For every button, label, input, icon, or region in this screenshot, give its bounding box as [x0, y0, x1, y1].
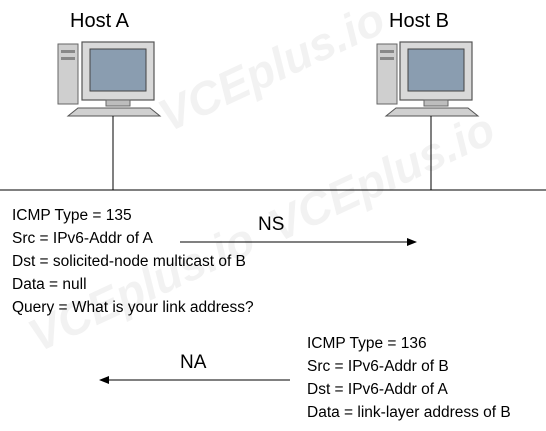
host-b-label: Host B — [389, 10, 450, 32]
na-line-2: Src = IPv6-Addr of B — [307, 358, 449, 375]
na-line-4: Data = link-layer address of B — [307, 404, 511, 421]
computer-icon-host-a — [57, 41, 162, 117]
computer-icon-host-b — [376, 41, 480, 117]
host-a-label: Host A — [70, 10, 129, 32]
ns-line-2: Src = IPv6-Addr of A — [12, 230, 153, 247]
na-line-1: ICMP Type = 136 — [307, 335, 427, 352]
ns-line-3: Dst = solicited-node multicast of B — [12, 253, 246, 270]
ns-message-block: ICMP Type = 135 Src = IPv6-Addr of A Dst… — [12, 206, 254, 318]
ns-line-1: ICMP Type = 135 — [12, 207, 132, 224]
na-line-3: Dst = IPv6-Addr of A — [307, 381, 448, 398]
na-message-block: ICMP Type = 136 Src = IPv6-Addr of B Dst… — [307, 334, 511, 423]
ns-line-5: Query = What is your link address? — [12, 299, 254, 316]
na-label: NA — [180, 352, 207, 373]
ns-line-4: Data = null — [12, 276, 87, 293]
ns-label: NS — [258, 214, 285, 235]
